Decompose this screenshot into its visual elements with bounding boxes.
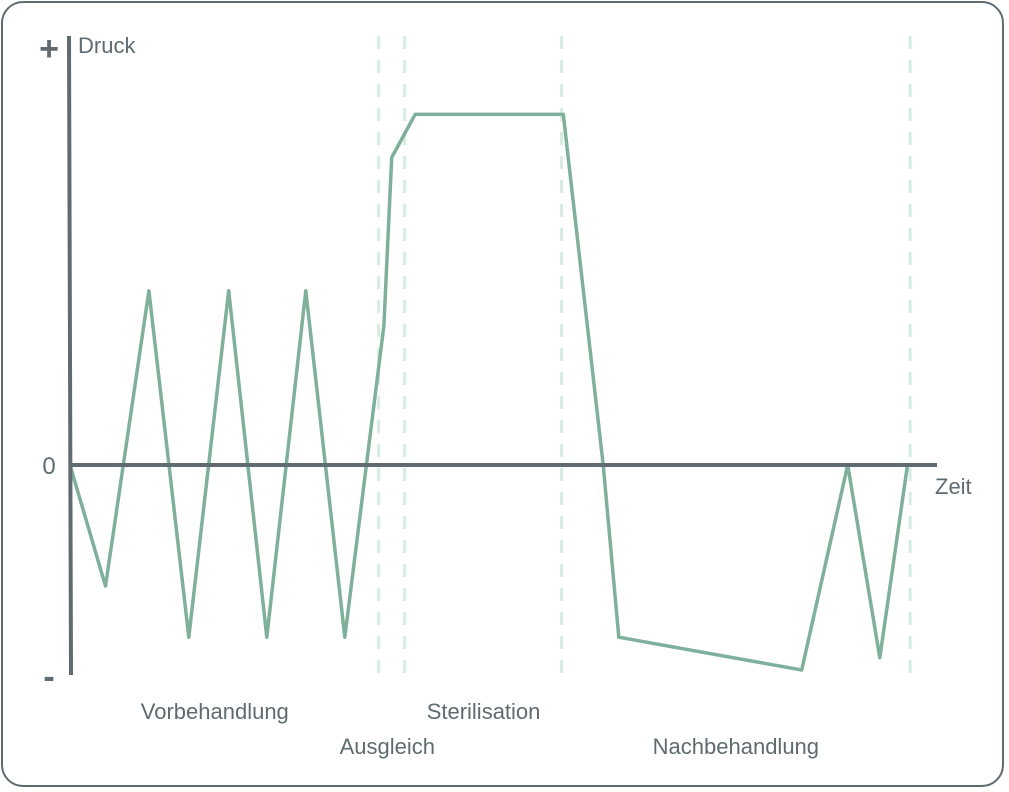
y-tick-zero: 0 <box>42 453 55 480</box>
y-tick-plus: + <box>39 30 59 68</box>
series-layer <box>68 112 910 672</box>
y-tick-minus: - <box>43 658 54 696</box>
phase-boundaries <box>377 36 912 675</box>
axes <box>67 35 937 676</box>
x-axis-label: Zeit <box>935 474 972 499</box>
phase-label-3: Sterilisation <box>427 699 541 724</box>
phase-label-1: Vorbehandlung <box>141 699 289 724</box>
phase-label-4: Nachbehandlung <box>653 734 819 759</box>
phase-label-2: Ausgleich <box>340 734 435 759</box>
pressure-curve-1 <box>68 112 910 672</box>
y-axis <box>67 35 73 676</box>
y-axis-label: Druck <box>78 33 136 58</box>
labels: Druck Zeit + 0 - <box>39 30 972 696</box>
